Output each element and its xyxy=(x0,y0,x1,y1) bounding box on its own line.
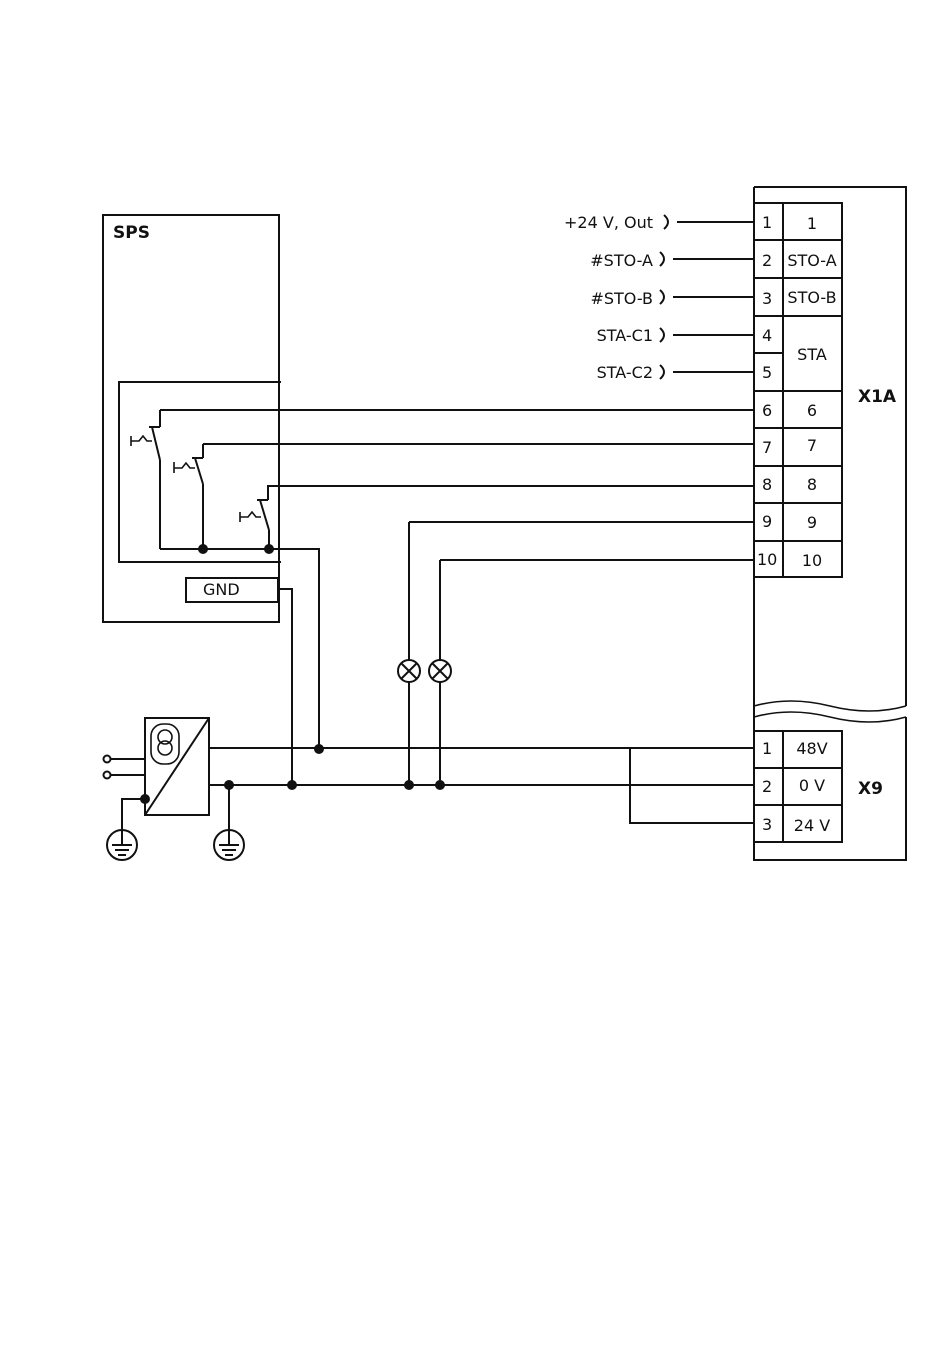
x1a-pin-name: 9 xyxy=(807,513,817,532)
x9-connector: 1 2 3 48V 0 V 24 V X9 xyxy=(754,731,883,842)
x9-pin-num: 2 xyxy=(762,777,772,796)
x9-pin-num: 1 xyxy=(762,739,772,758)
junction-dot xyxy=(314,744,324,754)
x9-label: X9 xyxy=(858,779,883,799)
signal-wires xyxy=(160,410,754,785)
psu-pe-wire xyxy=(122,799,145,830)
relay-actuator-3-icon xyxy=(240,512,261,522)
wire-plc-gnd xyxy=(278,589,292,785)
power-supply xyxy=(104,718,210,860)
housing-break-line xyxy=(754,701,906,711)
x1a-pin-name: 6 xyxy=(807,401,817,420)
wire-pin-10 xyxy=(440,560,754,785)
mains-wires xyxy=(111,759,145,775)
lamp-icon xyxy=(429,660,451,682)
junction-dot xyxy=(198,544,208,554)
x1a-external-inputs: +24 V, Out #STO-A #STO-B STA-C1 STA-C2 xyxy=(564,213,754,382)
relay-contact-2 xyxy=(174,444,203,549)
junction-dot xyxy=(264,544,274,554)
transformer-icon xyxy=(151,724,179,764)
lamp-icon xyxy=(398,660,420,682)
x1a-pin-name: 8 xyxy=(807,475,817,494)
x1a-pin-num: 10 xyxy=(757,550,777,569)
x1a-pin-num: 4 xyxy=(762,326,772,345)
plc-outline xyxy=(103,215,279,622)
junction-dot xyxy=(435,780,445,790)
plc-title: SPS xyxy=(113,223,150,243)
x1a-pin-num: 8 xyxy=(762,475,772,494)
x1a-rows xyxy=(754,240,842,541)
x1a-pin-name: STO-A xyxy=(787,251,836,270)
junction-dot xyxy=(404,780,414,790)
x1a-ext-label-5: STA-C2 xyxy=(597,363,653,382)
ground-icon xyxy=(214,830,244,860)
plug-arrow-icon xyxy=(660,290,664,304)
x9-pin-name: 24 V xyxy=(794,816,830,835)
x1a-pin-name: 1 xyxy=(807,214,817,233)
x1a-pin-name: STA xyxy=(797,345,827,364)
junction-dot xyxy=(287,780,297,790)
plug-arrow-icon xyxy=(664,215,668,229)
relay-contact-1 xyxy=(131,410,160,549)
ground-icon xyxy=(107,830,137,860)
x1a-ext-label-3: #STO-B xyxy=(590,289,653,308)
mains-terminal-icon xyxy=(104,756,111,763)
x1a-pin-num: 3 xyxy=(762,289,772,308)
x9-pin-name: 0 V xyxy=(799,776,825,795)
relay-actuator-1-icon xyxy=(131,436,152,446)
x1a-ext-label-1: +24 V, Out xyxy=(564,213,653,232)
plug-arrow-icon xyxy=(660,328,664,342)
relay-contact-3 xyxy=(240,486,284,549)
x1a-label: X1A xyxy=(858,387,897,407)
x1a-pin-num: 6 xyxy=(762,401,772,420)
x1a-pin-num: 7 xyxy=(762,438,772,457)
x1a-pin-name: 10 xyxy=(802,551,822,570)
plc-gnd-label: GND xyxy=(203,580,240,599)
x9-pin-num: 3 xyxy=(762,815,772,834)
indicator-lamps xyxy=(398,660,451,682)
x1a-ext-label-2: #STO-A xyxy=(590,251,653,270)
x1a-pin-num: 5 xyxy=(762,363,772,382)
x1a-ext-label-4: STA-C1 xyxy=(597,326,653,345)
x9-pin-name: 48V xyxy=(796,739,827,758)
x1a-pin-num: 9 xyxy=(762,512,772,531)
wire-pin-9 xyxy=(409,522,754,785)
supply-rails xyxy=(209,744,754,860)
psu-diagonal xyxy=(145,718,209,815)
mains-terminal-icon xyxy=(104,772,111,779)
junction-dot xyxy=(140,794,150,804)
x1a-pin-num: 1 xyxy=(762,213,772,232)
x1a-pin-num: 2 xyxy=(762,251,772,270)
x1a-pin-name: STO-B xyxy=(787,288,836,307)
plc-block: SPS GND xyxy=(103,215,281,622)
x1a-connector: 1 2 3 4 5 6 7 8 9 10 1 STO-A STO-B STA 6… xyxy=(754,203,897,577)
x1a-pin-name: 7 xyxy=(807,436,817,455)
housing-break-line xyxy=(754,712,906,722)
plug-arrow-icon xyxy=(660,252,664,266)
plug-arrow-icon xyxy=(660,365,664,379)
relay-actuator-2-icon xyxy=(174,462,195,473)
